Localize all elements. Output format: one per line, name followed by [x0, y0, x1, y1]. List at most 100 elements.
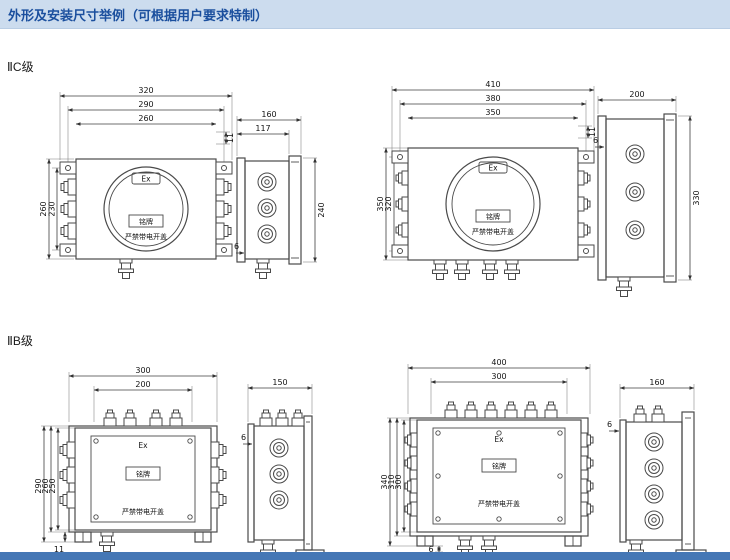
cable-gland — [149, 409, 163, 427]
cable-glands — [60, 178, 232, 240]
cable-gland — [580, 501, 594, 517]
height-dimensions: 350 320 — [376, 147, 412, 261]
dim-width-body: 300 — [491, 372, 506, 381]
round-cover — [103, 166, 189, 252]
dim-depth-overall: 160 — [649, 378, 664, 387]
nameplate: 铭牌 — [481, 458, 517, 473]
width-dimensions: 410 380 350 — [391, 80, 595, 154]
ex-marking: Ex — [131, 172, 161, 185]
gland-port — [644, 458, 664, 478]
cable-gland — [291, 409, 305, 427]
cover-screw — [496, 516, 502, 522]
mount-flange — [303, 415, 313, 551]
cable-gland — [444, 401, 458, 419]
iib-side-large-drawing: 160 6 — [607, 378, 707, 560]
drain-fitting — [504, 259, 520, 280]
bottom-fittings — [432, 259, 520, 280]
cable-gland — [404, 501, 418, 517]
bottom-bar — [0, 552, 730, 560]
dim-height-body: 250 — [48, 478, 57, 493]
cable-gland — [651, 405, 665, 423]
dim-width-overall: 320 — [138, 86, 153, 95]
cable-gland — [464, 401, 478, 419]
nameplate: 铭牌 — [475, 209, 511, 223]
cable-gland — [169, 409, 183, 427]
gland-ports — [625, 144, 645, 240]
drain-fitting — [118, 258, 134, 279]
dim-width-mount: 380 — [485, 94, 500, 103]
cover-screw — [557, 473, 563, 479]
gland-port — [625, 144, 645, 164]
dim-depth-overall: 150 — [272, 378, 287, 387]
cable-gland — [60, 222, 77, 240]
depth-dimensions: 160 117 — [236, 110, 302, 156]
cover-screw — [557, 430, 563, 436]
top-glands — [259, 409, 305, 427]
cable-gland — [524, 401, 538, 419]
height-dimension: 330 — [678, 115, 701, 281]
flange-gap-dimension: 6 — [241, 433, 253, 446]
dim-height: 240 — [317, 202, 326, 217]
cover-screw — [435, 516, 441, 522]
depth-dimension: 200 — [597, 90, 677, 114]
gland-port — [644, 484, 664, 504]
lug-dimension: 11 — [216, 131, 235, 145]
cable-gland — [259, 409, 273, 427]
warning-label: 严禁带电开盖 — [122, 507, 164, 516]
cover-screw — [187, 514, 193, 520]
ex-label: Ex — [138, 441, 148, 450]
ex-label: Ex — [494, 435, 504, 444]
top-glands — [103, 409, 183, 427]
mounting-lug — [391, 150, 409, 164]
cable-gland — [59, 466, 76, 484]
nameplate-label: 铭牌 — [486, 212, 500, 221]
top-glands — [633, 405, 665, 423]
cover-screw — [496, 430, 502, 436]
cover-screw — [435, 473, 441, 479]
gland-ports — [257, 172, 277, 244]
cable-gland — [580, 478, 594, 494]
dim-height-overall: 290 — [35, 478, 43, 493]
cover-plate — [619, 419, 627, 543]
dim-width-overall: 400 — [491, 358, 506, 367]
depth-dimension: 150 — [247, 378, 313, 422]
cable-gland — [215, 200, 232, 218]
dim-foot: 11 — [54, 545, 64, 554]
gland-port — [644, 510, 664, 530]
section-label-iic: ⅡC级 — [7, 60, 34, 74]
dim-lug: 11 — [588, 127, 597, 137]
dim-height-body: 300 — [394, 474, 403, 489]
gland-port — [257, 198, 277, 218]
warning-label: 严禁带电开盖 — [478, 499, 520, 508]
body-outline — [416, 419, 582, 533]
dim-height-flange: 310 — [387, 474, 396, 489]
cable-gland — [59, 491, 76, 509]
cable-gland — [59, 441, 76, 459]
dim-flange-gap: 6 — [234, 242, 239, 251]
dim-width-mount: 290 — [138, 100, 153, 109]
ex-label: Ex — [141, 175, 151, 184]
cover-plate — [597, 115, 607, 281]
iic-front-small-drawing: 320 290 260 11 260 230 — [39, 86, 235, 279]
gland-port — [269, 464, 289, 484]
mount-feet — [416, 535, 582, 547]
ex-marking: Ex — [478, 161, 508, 174]
height-dimensions: 260 230 — [39, 158, 74, 260]
cover-screw — [187, 438, 193, 444]
cable-gland — [404, 455, 418, 471]
cover-outline — [90, 435, 196, 523]
dim-height-flange: 260 — [41, 478, 50, 493]
cable-gland — [395, 196, 409, 212]
dim-flange-gap: 6 — [241, 433, 246, 442]
nameplate: 铭牌 — [125, 466, 161, 481]
gland-port — [269, 438, 289, 458]
cover-screw — [93, 438, 99, 444]
nameplate-label: 铭牌 — [139, 217, 153, 226]
cable-gland — [60, 200, 77, 218]
iib-front-small-drawing: 300 200 290 260 250 — [35, 366, 227, 554]
dim-width-body: 350 — [485, 108, 500, 117]
dim-height-body: 230 — [48, 201, 57, 216]
cable-gland — [404, 478, 418, 494]
enclosure-profile — [597, 113, 677, 283]
dim-depth-overall: 200 — [629, 90, 644, 99]
